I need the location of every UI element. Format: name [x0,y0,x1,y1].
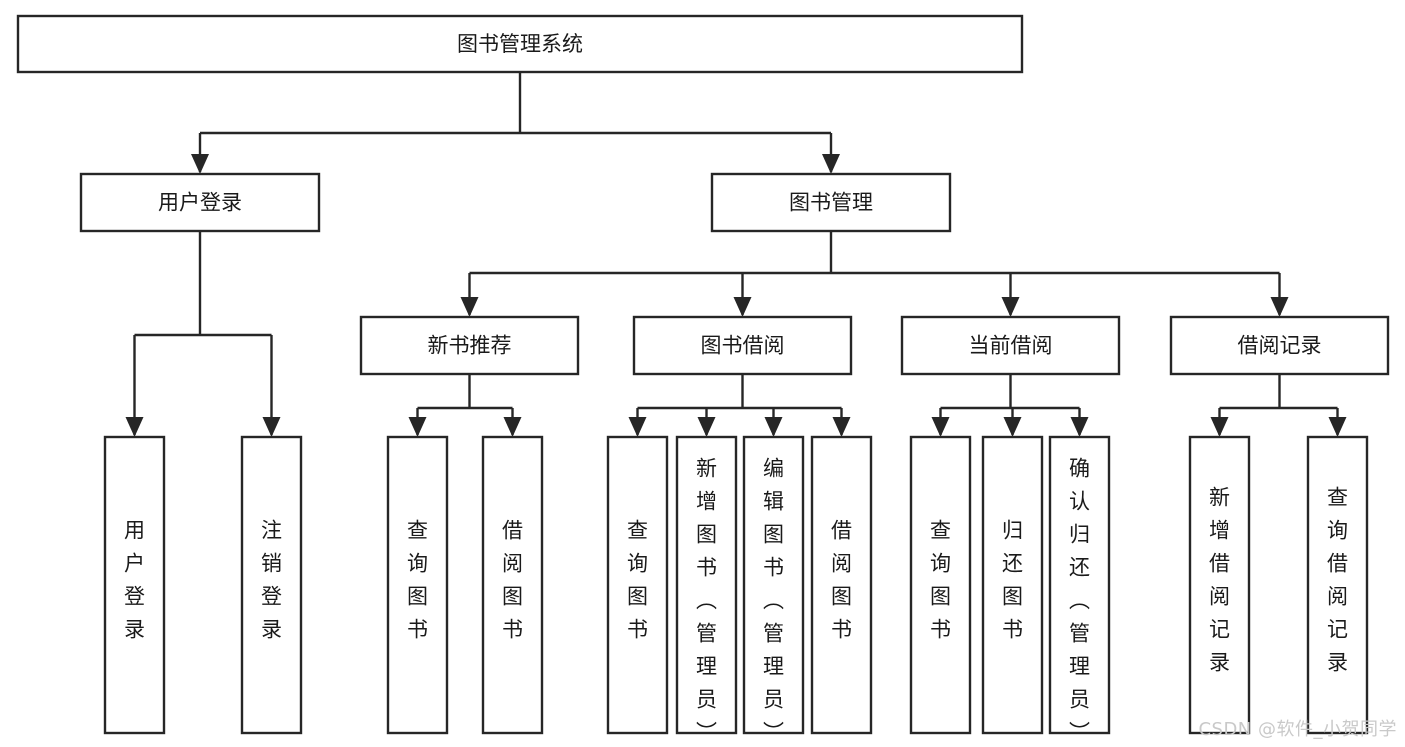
arrow-head-icon [1210,417,1229,437]
arrow-head-icon [503,417,522,437]
leaf-node-leaf-user-login[interactable]: 用户登录 [103,435,166,735]
leaf-node-leaf-borrow-book-2-label: 借阅图书 [831,519,852,642]
node-user-login-box [79,172,321,233]
leaf-node-leaf-query-borrow-record-label: 查询借阅记录 [1327,486,1348,675]
arrow-head-icon [764,417,783,437]
leaf-node-leaf-query-book-3-box [909,435,972,735]
node-root-label: 图书管理系统 [457,32,583,56]
leaf-node-leaf-query-book-1-box [386,435,449,735]
arrow-head-icon [1328,417,1347,437]
leaf-node-leaf-edit-book-admin-label: 编辑图书︵管理员︶ [763,457,784,745]
arrow-head-icon [822,154,840,174]
node-root-box [16,14,1024,74]
arrow-head-icon [1070,417,1089,437]
arrow-head-icon [931,417,950,437]
leaf-node-leaf-return-book-label: 归还图书 [1002,519,1023,642]
node-borrow-record-box [1169,315,1390,376]
node-current-borrow-label: 当前借阅 [969,334,1053,358]
node-user-login[interactable]: 用户登录 [79,172,321,233]
node-current-borrow[interactable]: 当前借阅 [900,315,1121,376]
node-current-borrow-box [900,315,1121,376]
connector-layer [125,72,1347,437]
arrow-head-icon [460,297,479,317]
leaf-node-leaf-add-borrow-record-box [1188,435,1251,735]
arrow-head-icon [628,417,647,437]
node-new-book-recommend-label: 新书推荐 [428,334,512,358]
arrow-head-icon [408,417,427,437]
node-book-manage-label: 图书管理 [789,191,873,215]
leaf-node-leaf-user-login-label: 用户登录 [124,519,145,642]
leaf-node-leaf-query-book-2-label: 查询图书 [627,519,648,642]
node-new-book-recommend[interactable]: 新书推荐 [359,315,580,376]
node-book-borrow[interactable]: 图书借阅 [632,315,853,376]
arrow-head-icon [697,417,716,437]
node-book-borrow-box [632,315,853,376]
leaf-node-leaf-confirm-return-admin-box [1048,435,1111,735]
node-user-login-label: 用户登录 [158,191,242,215]
leaf-node-leaf-logout-login[interactable]: 注销登录 [240,435,303,735]
leaf-node-leaf-query-book-3[interactable]: 查询图书 [909,435,972,735]
leaf-node-leaf-confirm-return-admin-label: 确认归还︵管理员︶ [1069,457,1090,745]
leaf-node-leaf-borrow-book-2[interactable]: 借阅图书 [810,435,873,735]
leaf-node-leaf-return-book[interactable]: 归还图书 [981,435,1044,735]
node-book-manage[interactable]: 图书管理 [710,172,952,233]
leaf-node-leaf-logout-login-box [240,435,303,735]
arrow-head-icon [125,417,144,437]
leaf-node-leaf-add-borrow-record-label: 新增借阅记录 [1209,486,1230,675]
leaf-node-leaf-borrow-book-2-box [810,435,873,735]
leaf-node-leaf-borrow-book-1-box [481,435,544,735]
node-book-manage-box [710,172,952,233]
arrow-head-icon [1270,297,1289,317]
leaf-node-leaf-logout-login-label: 注销登录 [261,519,282,642]
node-borrow-record[interactable]: 借阅记录 [1169,315,1390,376]
arrow-head-icon [733,297,752,317]
leaf-node-leaf-query-book-2[interactable]: 查询图书 [606,435,669,735]
leaf-node-leaf-return-book-box [981,435,1044,735]
arrow-head-icon [191,154,209,174]
leaf-node-leaf-add-borrow-record[interactable]: 新增借阅记录 [1188,435,1251,735]
node-borrow-record-label: 借阅记录 [1238,334,1322,358]
node-layer: 图书管理系统用户登录图书管理新书推荐图书借阅当前借阅借阅记录用户登录注销登录查询… [16,14,1390,745]
leaf-node-leaf-borrow-book-1-label: 借阅图书 [502,519,523,642]
arrow-head-icon [1001,297,1020,317]
leaf-node-leaf-add-book-admin-box [675,435,738,735]
leaf-node-leaf-query-book-2-box [606,435,669,735]
watermark-text: CSDN @软件_小贺同学 [1198,719,1397,740]
leaf-node-leaf-add-book-admin-label: 新增图书︵管理员︶ [696,457,717,745]
leaf-node-leaf-query-borrow-record-box [1306,435,1369,735]
leaf-node-leaf-user-login-box [103,435,166,735]
leaf-node-leaf-add-book-admin[interactable]: 新增图书︵管理员︶ [675,435,738,745]
leaf-node-leaf-query-book-1-label: 查询图书 [407,519,428,642]
node-root[interactable]: 图书管理系统 [16,14,1024,74]
leaf-node-leaf-query-borrow-record[interactable]: 查询借阅记录 [1306,435,1369,735]
arrow-head-icon [1003,417,1022,437]
node-new-book-recommend-box [359,315,580,376]
leaf-node-leaf-borrow-book-1[interactable]: 借阅图书 [481,435,544,735]
node-book-borrow-label: 图书借阅 [701,334,785,358]
leaf-node-leaf-edit-book-admin[interactable]: 编辑图书︵管理员︶ [742,435,805,745]
leaf-node-leaf-edit-book-admin-box [742,435,805,735]
leaf-node-leaf-query-book-1[interactable]: 查询图书 [386,435,449,735]
arrow-head-icon [262,417,281,437]
arrow-head-icon [832,417,851,437]
leaf-node-leaf-confirm-return-admin[interactable]: 确认归还︵管理员︶ [1048,435,1111,745]
leaf-node-leaf-query-book-3-label: 查询图书 [930,519,951,642]
